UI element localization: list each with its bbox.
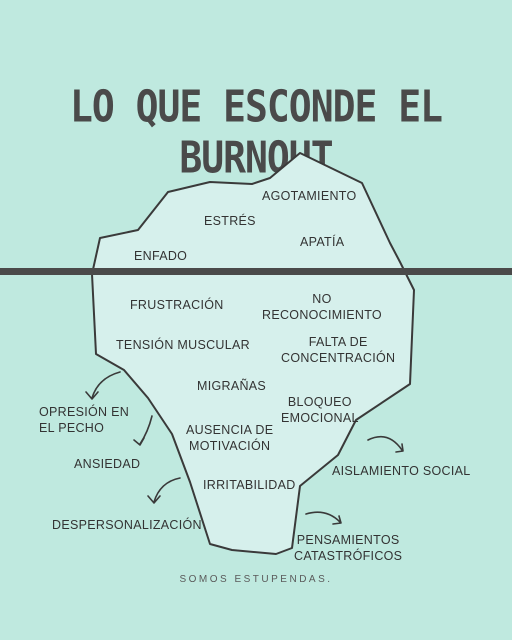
arrow-pensamientos-icon bbox=[305, 511, 342, 525]
label-irritabilidad: IRRITABILIDAD bbox=[203, 478, 296, 492]
label-opresion-pecho: OPRESIÓN EN EL PECHO bbox=[39, 404, 129, 436]
label-agotamiento: AGOTAMIENTO bbox=[262, 189, 357, 203]
label-falta-concentracion: FALTA DE CONCENTRACIÓN bbox=[281, 334, 395, 366]
label-ausencia-line1: AUSENCIA DE bbox=[186, 423, 274, 437]
label-ausencia-motivacion: AUSENCIA DE MOTIVACIÓN bbox=[186, 422, 273, 454]
label-ausencia-line2: MOTIVACIÓN bbox=[189, 439, 271, 453]
label-no-reconocimiento-line2: RECONOCIMIENTO bbox=[262, 308, 382, 322]
label-bloqueo-line2: EMOCIONAL bbox=[281, 411, 359, 425]
label-bloqueo-emocional: BLOQUEO EMOCIONAL bbox=[281, 394, 359, 426]
label-no-reconocimiento-line1: NO bbox=[312, 292, 332, 306]
waterline bbox=[0, 268, 512, 275]
footer-brand: SOMOS ESTUPENDAS. bbox=[179, 574, 333, 585]
label-frustracion: FRUSTRACIÓN bbox=[130, 298, 224, 312]
arrow-despersonalizacion-icon bbox=[147, 477, 181, 504]
label-estres: ESTRÉS bbox=[204, 214, 256, 228]
arrow-ansiedad-icon bbox=[133, 415, 153, 446]
label-no-reconocimiento: NO RECONOCIMIENTO bbox=[262, 291, 382, 323]
iceberg-shape bbox=[91, 152, 415, 555]
label-falta-line1: FALTA DE bbox=[308, 335, 368, 349]
label-enfado: ENFADO bbox=[134, 249, 188, 263]
label-bloqueo-line1: BLOQUEO bbox=[287, 395, 352, 409]
label-despersonalizacion: DESPERSONALIZACIÓN bbox=[52, 518, 202, 532]
label-tension-muscular: TENSIÓN MUSCULAR bbox=[116, 338, 250, 352]
label-opresion-line2: EL PECHO bbox=[39, 421, 105, 435]
arrow-aislamiento-icon bbox=[367, 435, 404, 453]
label-pensamientos-catastroficos: PENSAMIENTOS CATASTRÓFICOS bbox=[294, 532, 402, 564]
label-migranas: MIGRAÑAS bbox=[197, 379, 267, 393]
label-apatia: APATÍA bbox=[300, 235, 345, 249]
label-pensamientos-line1: PENSAMIENTOS bbox=[296, 533, 400, 547]
label-ansiedad: ANSIEDAD bbox=[74, 457, 141, 471]
label-pensamientos-line2: CATASTRÓFICOS bbox=[294, 549, 403, 563]
label-aislamiento-social: AISLAMIENTO SOCIAL bbox=[332, 464, 471, 478]
label-opresion-line1: OPRESIÓN EN bbox=[39, 405, 130, 419]
label-falta-line2: CONCENTRACIÓN bbox=[281, 351, 396, 365]
arrow-opresion-icon bbox=[85, 371, 121, 400]
